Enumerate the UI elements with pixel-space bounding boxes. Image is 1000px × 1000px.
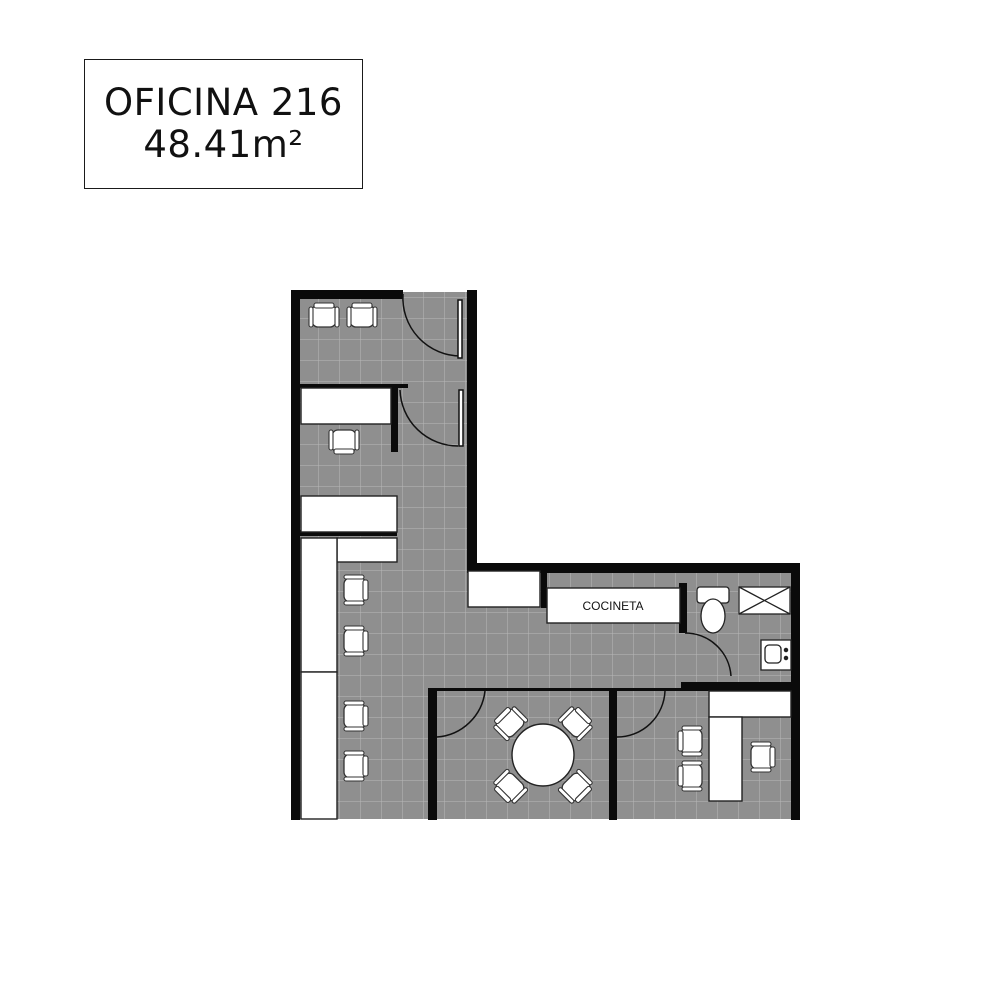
kitchenette-label: COCINETA bbox=[582, 599, 643, 613]
plan-title-box: OFICINA 216 48.41m² bbox=[84, 59, 363, 189]
office-area: 48.41m² bbox=[143, 123, 304, 166]
meeting-table bbox=[511, 723, 575, 787]
toilet-bowl bbox=[700, 598, 726, 634]
bathroom-fixtures bbox=[696, 586, 792, 671]
office-name: OFICINA 216 bbox=[104, 81, 343, 124]
doors bbox=[399, 293, 732, 738]
furniture-counters bbox=[300, 387, 792, 820]
walls bbox=[291, 290, 800, 820]
